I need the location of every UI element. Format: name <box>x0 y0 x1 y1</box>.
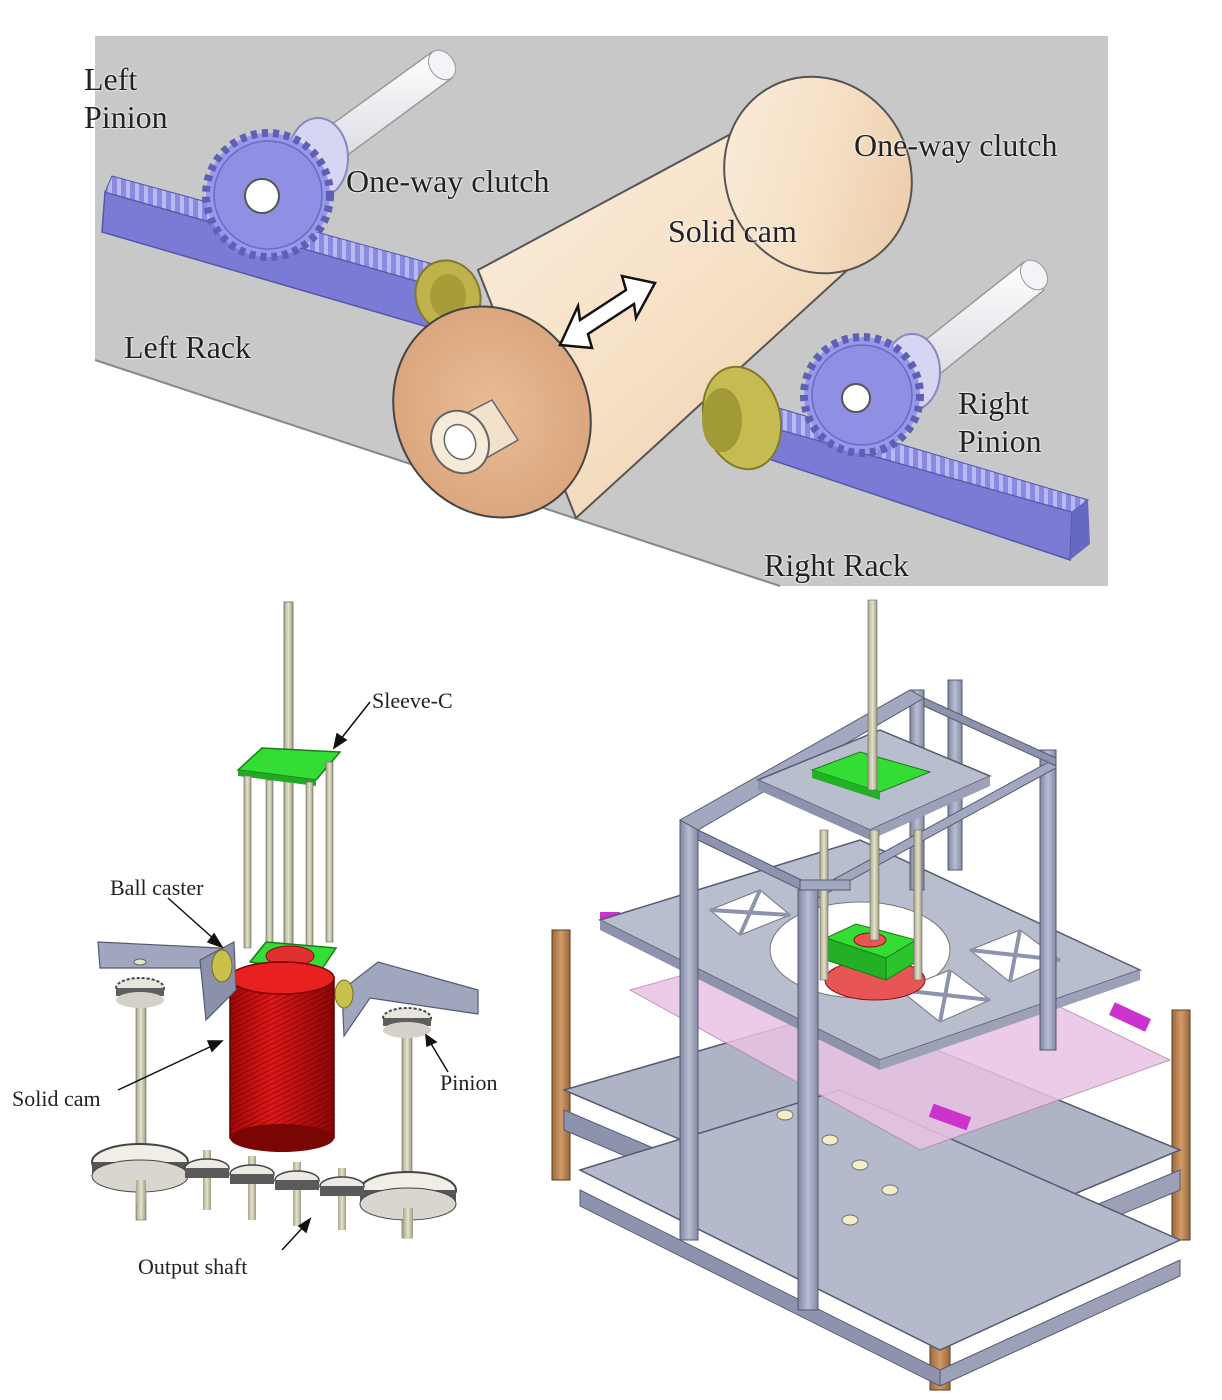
output-shaft-gears <box>184 1150 365 1230</box>
right-pinion-gear <box>800 333 924 457</box>
label-one-way-clutch-left: One-way clutch <box>346 163 550 199</box>
right-flange <box>701 365 783 471</box>
label-output-shaft: Output shaft <box>138 1254 248 1279</box>
cam-assembly-illustration <box>91 601 479 1251</box>
top-diagram-panel: Left Pinion One-way clutch One-way clutc… <box>0 0 1222 590</box>
label-right-rack: Right Rack <box>764 547 909 583</box>
frame-assembly-illustration <box>551 599 1191 1391</box>
guide-rods <box>243 761 334 951</box>
leader-arrows <box>117 701 449 1251</box>
solid-cam-red <box>229 961 335 1152</box>
left-pinion-gear <box>202 129 334 261</box>
label-right-pinion: Right Pinion <box>958 385 1042 459</box>
right-arm <box>334 961 479 1038</box>
label-ball-caster: Ball caster <box>110 875 204 900</box>
sleeve-c-plate <box>236 747 342 786</box>
bottom-right-big-gear <box>359 1171 457 1238</box>
label-one-way-clutch-right: One-way clutch <box>854 127 1058 163</box>
bottom-left-big-gear <box>91 1143 189 1202</box>
label-sleeve-c: Sleeve-C <box>372 688 453 713</box>
cam-rack-pinion-illustration <box>94 36 1108 587</box>
vertical-rods <box>819 599 923 981</box>
label-solid-cam-top: Solid cam <box>668 213 797 249</box>
label-solid-cam-bottom: Solid cam <box>12 1086 101 1111</box>
right-pinion-assembly <box>382 1007 432 1239</box>
bottom-right-diagram-panel <box>540 590 1222 1400</box>
wood-post-right <box>1171 1009 1191 1241</box>
wood-post-left <box>551 929 571 1181</box>
left-pinion-assembly <box>115 958 165 1221</box>
bottom-left-diagram-panel: Sleeve-C Ball caster Solid cam Pinion Ou… <box>0 590 540 1400</box>
label-left-pinion: Left Pinion <box>84 61 168 135</box>
front-posts <box>797 879 851 1311</box>
left-arm <box>97 941 237 1022</box>
solid-cam-cylinder <box>392 75 913 520</box>
label-pinion: Pinion <box>440 1070 498 1095</box>
label-left-rack: Left Rack <box>124 329 252 365</box>
motion-double-arrow <box>558 274 657 350</box>
